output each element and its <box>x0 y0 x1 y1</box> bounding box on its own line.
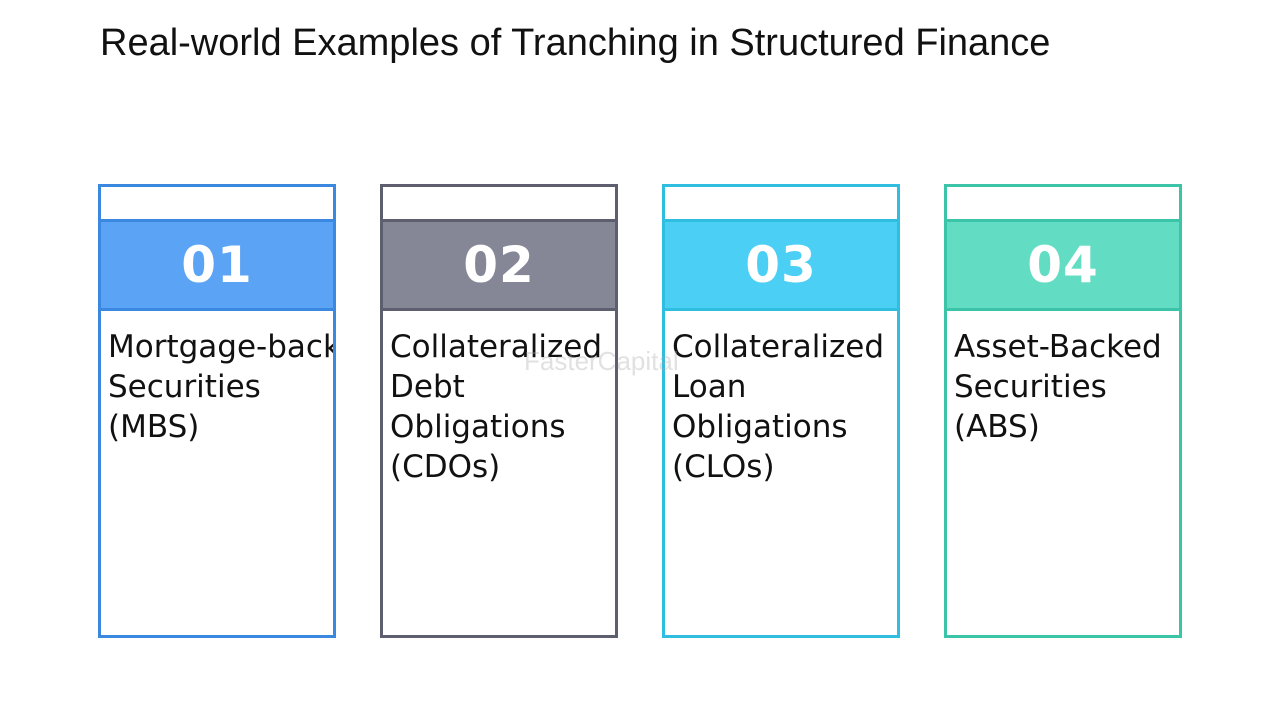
card-3-number: 03 <box>745 236 817 294</box>
card-2-number-band: 02 <box>383 219 615 311</box>
watermark: FasterCapital <box>524 346 679 376</box>
card-1-number: 01 <box>181 236 253 294</box>
card-1-number-band: 01 <box>101 219 333 311</box>
card-3-text: Collateralized Loan Obligations (CLOs) <box>672 329 885 485</box>
card-1: 01 Mortgage-backed Securities (MBS) <box>98 184 336 638</box>
card-2-text: Collateralized Debt Obligations (CDOs) <box>390 329 603 485</box>
card-4: 04 Asset-Backed Securities (ABS) <box>944 184 1182 638</box>
card-3: 03 Collateralized Loan Obligations (CLOs… <box>662 184 900 638</box>
page-title: Real-world Examples of Tranching in Stru… <box>100 22 1051 64</box>
card-3-number-band: 03 <box>665 219 897 311</box>
card-2-number: 02 <box>463 236 535 294</box>
card-4-number-band: 04 <box>947 219 1179 311</box>
card-1-text: Mortgage-backed Securities (MBS) <box>108 329 333 445</box>
card-4-number: 04 <box>1027 236 1099 294</box>
card-2: 02 Collateralized Debt Obligations (CDOs… <box>380 184 618 638</box>
card-4-text: Asset-Backed Securities (ABS) <box>954 329 1162 445</box>
